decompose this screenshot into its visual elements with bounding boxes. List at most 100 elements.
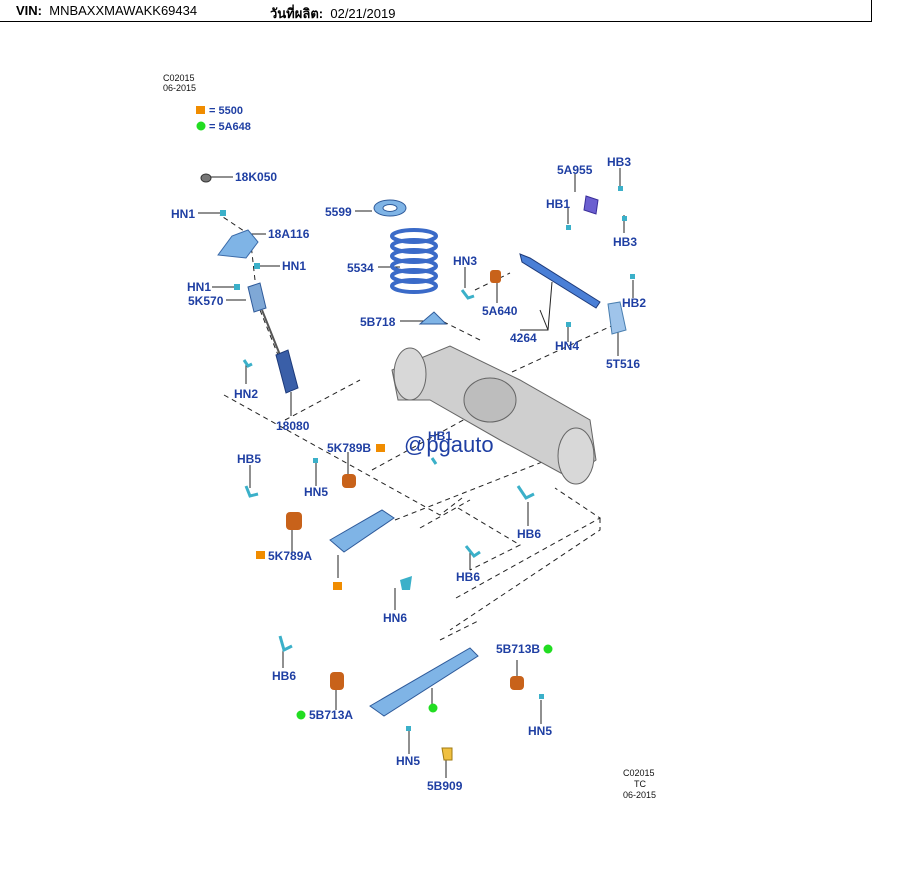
callout-hn2[interactable]: HN2: [234, 387, 258, 401]
left-brake-drum-icon: [393, 347, 427, 401]
5k789a-bushing-icon: [286, 512, 302, 530]
hn6-bracket-icon: [400, 576, 412, 590]
callout-hn5[interactable]: HN5: [396, 754, 420, 768]
5b909-bracket-icon: [441, 747, 453, 761]
callout-5b909[interactable]: 5B909: [427, 779, 463, 793]
upper-control-arm-assembly: [244, 444, 535, 590]
callout-18k050[interactable]: 18K050: [235, 170, 277, 184]
callout-5599[interactable]: 5599: [325, 205, 352, 219]
hb1-bolt-icon: [430, 457, 438, 465]
stamp-bottom-line2: TC: [634, 779, 646, 789]
coil-spring-assembly: [373, 199, 448, 325]
hb3-bolt-icon: [622, 216, 627, 221]
track-bar-assembly: [460, 186, 635, 335]
shock-upper-mount-icon: [217, 229, 259, 259]
track-bar-icon: [519, 253, 601, 309]
hb5-bolt-icon: [244, 485, 259, 498]
spring-lower-seat-icon: [418, 311, 448, 325]
5b713b-bushing-icon: [510, 676, 524, 690]
hn3-bolt-icon: [460, 289, 475, 300]
callout-hb2[interactable]: HB2: [622, 296, 646, 310]
part-callouts: 18K050 HN1 18A116 HN1 HN1 5K570 HN2 1808…: [171, 155, 646, 793]
callout-hn5[interactable]: HN5: [304, 485, 328, 499]
lower-control-arm-assembly: [278, 635, 553, 761]
production-date-value: 02/21/2019: [330, 6, 396, 21]
callout-hb5[interactable]: HB5: [237, 452, 261, 466]
watermark: @pgauto: [404, 432, 494, 457]
callout-hn5[interactable]: HN5: [528, 724, 552, 738]
hn1-bolt-icon: [220, 210, 226, 216]
green-dot-icon: [428, 703, 438, 713]
hn1-nut-icon: [254, 263, 260, 269]
stamp-bottom-line1: C02015: [623, 768, 655, 778]
callout-5k789b[interactable]: 5K789B: [327, 441, 371, 455]
vin-value: MNBAXXMAWAKK69434: [49, 3, 198, 18]
legend-item-5500: = 5500: [209, 105, 243, 117]
hb6-bolt-icon: [464, 545, 481, 559]
hn5-nut-icon: [406, 726, 411, 731]
callout-hn4[interactable]: HN4: [555, 339, 579, 353]
callout-5a955[interactable]: 5A955: [557, 163, 593, 177]
hb6-bolt-icon: [516, 485, 535, 500]
stamp-top-line2: 06-2015: [163, 83, 196, 93]
right-brake-drum-icon: [557, 427, 595, 485]
production-date-field: วันที่ผลิต: 02/21/2019: [270, 3, 395, 24]
callout-hn3[interactable]: HN3: [453, 254, 477, 268]
shock-absorber-icon: [275, 349, 299, 394]
shock-absorber-assembly: [200, 173, 299, 394]
stabilizer-link-icon: [607, 301, 627, 335]
callout-5a640[interactable]: 5A640: [482, 304, 518, 318]
track-bar-bracket-icon: [583, 195, 599, 215]
hb6-bolt-icon: [278, 635, 293, 653]
mount-nut-icon: [200, 173, 212, 183]
callout-hb6[interactable]: HB6: [517, 527, 541, 541]
orange-square-icon: [333, 582, 342, 590]
callout-hb3[interactable]: HB3: [613, 235, 637, 249]
callout-hn1[interactable]: HN1: [282, 259, 306, 273]
stamp-bottom-line3: 06-2015: [623, 790, 656, 800]
hb2-bolt-icon: [630, 274, 635, 279]
green-dot-icon: [296, 710, 306, 720]
track-bar-bushing-icon: [490, 270, 501, 283]
callout-5b713b[interactable]: 5B713B: [496, 642, 540, 656]
callout-hb6[interactable]: HB6: [272, 669, 296, 683]
hn1-nut-icon: [234, 284, 240, 290]
green-dot-icon: [543, 644, 553, 654]
legend-item-5a648: = 5A648: [209, 121, 251, 133]
callout-hb1[interactable]: HB1: [428, 429, 452, 443]
hn4-nut-icon: [566, 322, 571, 327]
production-date-label: วันที่ผลิต:: [270, 6, 324, 21]
callout-5b713a[interactable]: 5B713A: [309, 708, 353, 722]
hn5-nut-icon: [313, 458, 318, 463]
callout-hn1[interactable]: HN1: [187, 280, 211, 294]
orange-square-icon: [376, 444, 385, 452]
callout-hb1[interactable]: HB1: [546, 197, 570, 211]
differential-icon: [463, 377, 517, 423]
hb3-bolt-icon: [618, 186, 623, 191]
callout-hn6[interactable]: HN6: [383, 611, 407, 625]
vehicle-info-bar: VIN: MNBAXXMAWAKK69434 วันที่ผลิต: 02/21…: [0, 0, 872, 22]
leader-lines: [198, 168, 634, 778]
callout-18080[interactable]: 18080: [276, 419, 310, 433]
legend: = 5500 = 5A648: [196, 105, 251, 133]
callout-hb6[interactable]: HB6: [456, 570, 480, 584]
hn5-nut-icon: [539, 694, 544, 699]
green-dot-icon: [196, 121, 206, 131]
vin-field: VIN: MNBAXXMAWAKK69434: [16, 3, 197, 18]
callout-5534[interactable]: 5534: [347, 261, 374, 275]
assembly-dashed-lines: [219, 214, 621, 641]
callout-hn1[interactable]: HN1: [171, 207, 195, 221]
callout-hb3[interactable]: HB3: [607, 155, 631, 169]
callout-5t516[interactable]: 5T516: [606, 357, 640, 371]
lower-control-arm-icon: [369, 647, 479, 717]
hn2-bolt-icon: [242, 359, 253, 368]
vin-label: VIN:: [16, 3, 42, 18]
callout-4264[interactable]: 4264: [510, 331, 537, 345]
callout-5k570[interactable]: 5K570: [188, 294, 224, 308]
callout-18a116[interactable]: 18A116: [268, 227, 310, 241]
5b713a-bushing-icon: [330, 672, 344, 690]
5k789b-bushing-icon: [342, 474, 356, 488]
callout-5b718[interactable]: 5B718: [360, 315, 396, 329]
callout-5k789a[interactable]: 5K789A: [268, 549, 312, 563]
